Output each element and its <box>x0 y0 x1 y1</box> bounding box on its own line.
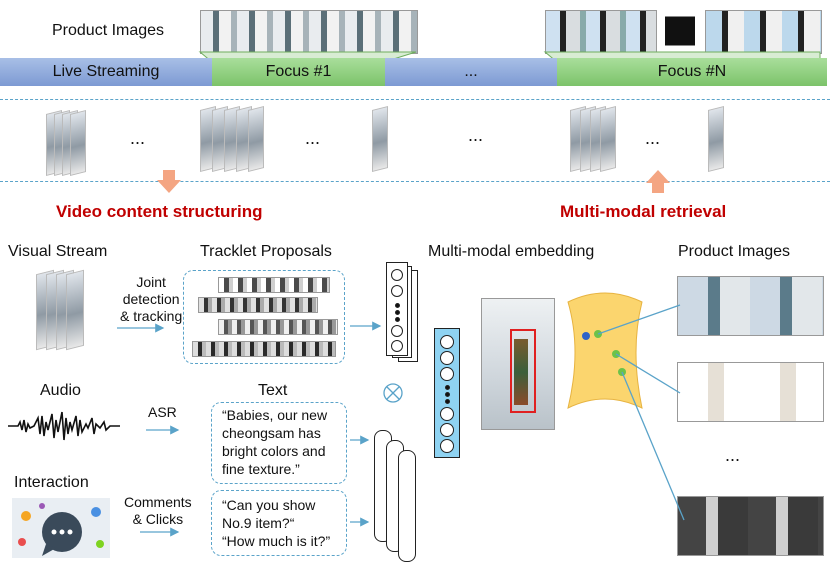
product-images-ellipsis: ... <box>725 445 741 465</box>
product-image-2 <box>677 362 824 422</box>
product-strip-focus-n-3 <box>705 10 822 54</box>
comments-text-content: “Can you show No.9 item?“ “How much is i… <box>222 497 331 549</box>
product-strip-focus-n-2 <box>665 10 695 52</box>
streamer-photo <box>481 298 555 430</box>
timeline-focus-1: Focus #1 <box>212 58 385 86</box>
frames-ellipsis-2: ... <box>305 128 321 148</box>
tracklet-row-4 <box>192 341 336 357</box>
timeline-focus-n: Focus #N <box>557 58 827 86</box>
frames-ellipsis-4: ... <box>645 128 661 148</box>
interaction-label: Interaction <box>14 474 89 491</box>
tracklet-row-3 <box>218 319 338 335</box>
tracklet-row-1 <box>218 277 330 293</box>
product-image-3 <box>677 496 824 556</box>
visual-stream-label: Visual Stream <box>8 243 108 260</box>
multimodal-embedding-label: Multi-modal embedding <box>428 243 595 260</box>
chat-bubble-icon <box>12 498 110 558</box>
audio-waveform <box>8 411 120 441</box>
asr-label: ASR <box>148 404 177 420</box>
multimodal-retrieval-title: Multi-modal retrieval <box>560 202 727 221</box>
video-structuring-title: Video content structuring <box>56 202 263 221</box>
frames-ellipsis-1: ... <box>130 128 146 148</box>
embedding-space <box>567 292 643 409</box>
dashed-separator-bottom <box>0 181 830 182</box>
visual-encoder-front <box>386 262 408 356</box>
joint-detection-label: Joint detection & tracking <box>120 274 183 324</box>
down-arrow-icon <box>157 170 181 193</box>
text-label: Text <box>258 382 288 399</box>
audio-label: Audio <box>40 382 81 399</box>
fusion-encoder-column <box>434 328 460 458</box>
tracklet-row-2 <box>198 297 318 313</box>
tracklet-proposals-label: Tracklet Proposals <box>200 243 332 260</box>
dashed-separator-top <box>0 99 830 100</box>
product-images-label-bottom: Product Images <box>678 243 791 260</box>
asr-text-content: “Babies, our new cheongsam has bright co… <box>222 407 328 477</box>
comments-clicks-label: Comments & Clicks <box>124 494 192 527</box>
fusion-operator-icon <box>383 383 403 403</box>
frames-ellipsis-3: ... <box>468 125 484 145</box>
timeline-gap: ... <box>385 58 557 86</box>
comments-text-box <box>211 490 347 556</box>
tracklet-proposals-box <box>183 270 345 364</box>
asr-text-box <box>211 402 347 484</box>
up-arrow-icon <box>646 170 670 193</box>
product-images-label: Product Images <box>52 22 165 39</box>
timeline-live-streaming: Live Streaming <box>0 58 212 86</box>
